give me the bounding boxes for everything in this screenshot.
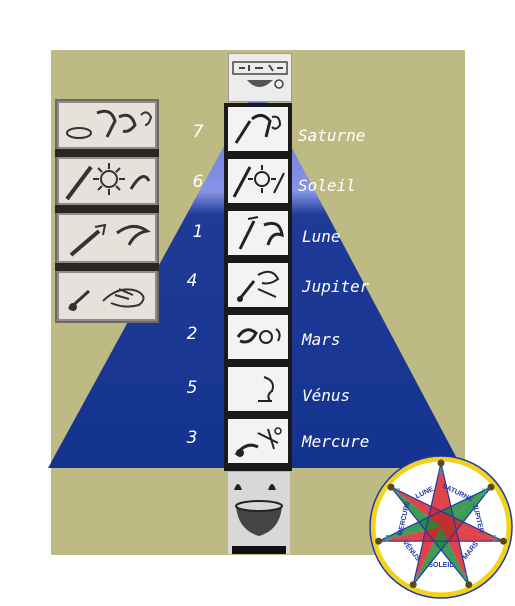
saturne-glyph-icon (234, 114, 282, 144)
wheel-vertex (437, 459, 445, 467)
wheel-point-number: 2 (462, 571, 467, 581)
heptagram-wheel: SATURNEJUPITERMARSSOLEILVÉNUSMERCURELUNE… (369, 455, 513, 599)
glyph-cell-saturne (228, 107, 288, 151)
glyph-header-icon (232, 61, 288, 89)
heptagram-star (378, 462, 504, 586)
hieroglyph-tablet (55, 99, 159, 323)
level-number: 2 (186, 324, 198, 344)
tablet-band (55, 263, 159, 271)
planet-label-mars: Mars (302, 330, 341, 349)
level-number: 4 (186, 271, 198, 291)
glyph-sun-icon (65, 163, 151, 201)
wheel-vertex (409, 581, 417, 589)
mercure-glyph-icon (234, 427, 282, 457)
wheel-vertex (465, 581, 473, 589)
wheel-point-number: 7 (395, 487, 400, 497)
planet-label-soleil: Soleil (298, 176, 356, 195)
wheel-point-number: 3 (481, 487, 486, 497)
jupiter-glyph-icon (236, 270, 280, 302)
wheel-point-number: 5 (385, 534, 390, 544)
star-outline (378, 462, 504, 586)
planet-label-mercure: Mercure (302, 432, 370, 451)
glyph-hand-icon (67, 288, 145, 311)
wheel-vertex (487, 483, 495, 491)
glyph-column (224, 103, 292, 471)
wheel-point-number: 4 (438, 466, 443, 476)
level-number: 3 (186, 428, 198, 448)
wheel-vertex (375, 537, 383, 545)
glyph-cell-lune (228, 211, 288, 255)
wheel-point-number: 6 (492, 534, 497, 544)
planet-label-lune: Lune (302, 227, 341, 246)
level-number: 6 (192, 172, 204, 192)
planet-label-venus: Vénus (302, 386, 351, 405)
wheel-vertex (499, 537, 507, 545)
glyph-cell-mars (228, 315, 288, 359)
column-bottom-cap (228, 472, 290, 554)
glyph-cell-mercure (228, 419, 288, 463)
glyph-cell-venus (228, 367, 288, 411)
wheel-outline (369, 455, 513, 599)
wheel-point-number: 1 (415, 571, 420, 581)
planet-label-jupiter: Jupiter (302, 277, 370, 296)
column-top-cap (228, 53, 292, 102)
glyph-bird-icon (66, 109, 153, 139)
level-number: 7 (192, 122, 204, 142)
tablet-row-3 (59, 215, 155, 261)
level-number: 5 (186, 378, 198, 398)
glyph-cell-soleil (228, 159, 288, 203)
tablet-row-4 (59, 273, 155, 319)
glyph-cell-jupiter (228, 263, 288, 307)
level-number: 1 (192, 222, 204, 242)
mars-glyph-icon (236, 328, 281, 344)
tablet-band (55, 205, 159, 213)
wheel-vertex (387, 483, 395, 491)
glyph-arrow-icon (69, 223, 151, 257)
tablet-row-2 (59, 159, 155, 203)
wheel-points: 4 3 6 2 1 5 7 (375, 459, 507, 589)
venus-glyph-icon (258, 376, 274, 402)
tablet-row-1 (59, 103, 155, 147)
lune-glyph-icon (238, 216, 284, 250)
planet-label-saturne: Saturne (298, 126, 366, 145)
vessel-icon (232, 484, 286, 554)
wheel-label: SOLEIL (428, 562, 454, 569)
soleil-glyph-icon (232, 165, 285, 198)
tablet-band (55, 149, 159, 157)
